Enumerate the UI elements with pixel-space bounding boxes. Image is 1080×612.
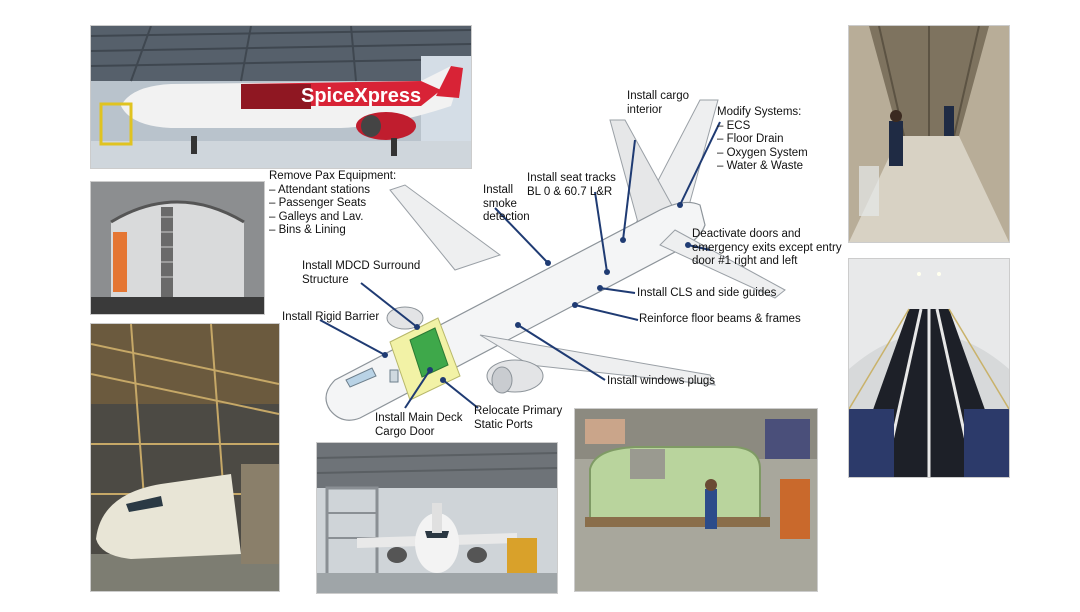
modify-systems-list: – ECS – Floor Drain – Oxygen System – Wa… bbox=[717, 120, 808, 174]
label-deactivate-doors: Deactivate doors and emergency exits exc… bbox=[692, 228, 842, 269]
photo-mdcd-structure bbox=[574, 408, 818, 592]
photo-aircraft-hangar: SpiceXpress bbox=[90, 25, 472, 169]
livery-text: SpiceXpress bbox=[301, 85, 421, 107]
label-install-cls: Install CLS and side guides bbox=[637, 287, 777, 299]
label-install-mdcd-surround: Install MDCD Surround Structure bbox=[302, 260, 420, 287]
aircraft-conversion-diagram bbox=[319, 99, 786, 421]
label-install-smoke-detection: Install smoke detection bbox=[483, 184, 530, 225]
label-reinforce-floor: Reinforce floor beams & frames bbox=[639, 313, 801, 325]
modify-systems-item: – Floor Drain bbox=[717, 133, 784, 145]
photo-nose-scaffolding bbox=[90, 323, 280, 592]
mdcd-line-1: Install MDCD Surround bbox=[302, 260, 421, 272]
seat-tracks-line-1: Install seat tracks bbox=[527, 172, 616, 184]
deactivate-line-2: emergency exits except entry bbox=[692, 241, 842, 254]
modify-systems-title: Modify Systems: bbox=[717, 106, 802, 118]
remove-pax-title: Remove Pax Equipment: bbox=[269, 170, 397, 182]
smoke-line-3: detection bbox=[483, 211, 530, 223]
main-deck-cargo-door bbox=[409, 327, 449, 378]
modify-systems-item: – Water & Waste bbox=[717, 160, 804, 172]
remove-pax-list: – Attendant stations – Passenger Seats –… bbox=[269, 184, 396, 238]
cargo-interior-line-1: Install cargo bbox=[627, 90, 690, 102]
photo-aircraft-hangar-image: SpiceXpress bbox=[91, 26, 471, 168]
modify-systems-item: – Oxygen System bbox=[717, 146, 808, 159]
mdcd-line-2: Structure bbox=[302, 273, 349, 286]
label-install-cargo-interior: Install cargo interior bbox=[627, 90, 689, 117]
label-install-seat-tracks: Install seat tracks BL 0 & 60.7 L&R bbox=[527, 172, 616, 199]
remove-pax-item: – Bins & Lining bbox=[269, 224, 346, 236]
deactivate-line-1: Deactivate doors and bbox=[692, 228, 801, 240]
label-install-window-plugs: Install windows plugs bbox=[607, 375, 716, 387]
photo-fuselage-interior-workers bbox=[848, 25, 1010, 243]
seat-tracks-line-2: BL 0 & 60.7 L&R bbox=[527, 185, 613, 198]
label-install-rigid-barrier: Install Rigid Barrier bbox=[282, 311, 380, 323]
static-ports-line-2: Static Ports bbox=[474, 418, 533, 431]
main-deck-door-line-2: Cargo Door bbox=[375, 425, 435, 438]
remove-pax-item: – Attendant stations bbox=[269, 183, 371, 196]
leader-lines bbox=[319, 121, 721, 409]
main-deck-door-line-1: Install Main Deck bbox=[375, 412, 463, 424]
smoke-line-1: Install bbox=[483, 184, 514, 196]
photo-cargo-door-interior bbox=[90, 181, 265, 315]
label-install-main-deck-door: Install Main Deck Cargo Door bbox=[375, 412, 463, 439]
remove-pax-item: – Galleys and Lav. bbox=[269, 210, 364, 223]
static-ports-line-1: Relocate Primary bbox=[474, 405, 563, 417]
leader-dots bbox=[382, 202, 691, 383]
deactivate-line-3: door #1 right and left bbox=[692, 255, 798, 267]
remove-pax-item: – Passenger Seats bbox=[269, 197, 367, 209]
label-modify-systems: Modify Systems: – ECS – Floor Drain – Ox… bbox=[717, 106, 808, 174]
label-remove-pax-equipment: Remove Pax Equipment: – Attendant statio… bbox=[269, 170, 396, 238]
aircraft-illustration bbox=[325, 99, 786, 421]
photo-cargo-floor-rollers bbox=[848, 258, 1010, 478]
label-relocate-static-ports: Relocate Primary Static Ports bbox=[474, 405, 562, 432]
cargo-interior-line-2: interior bbox=[627, 103, 663, 116]
modify-systems-item: – ECS bbox=[717, 119, 751, 132]
photo-aircraft-front-hangar bbox=[316, 442, 558, 594]
smoke-line-2: smoke bbox=[483, 197, 517, 210]
